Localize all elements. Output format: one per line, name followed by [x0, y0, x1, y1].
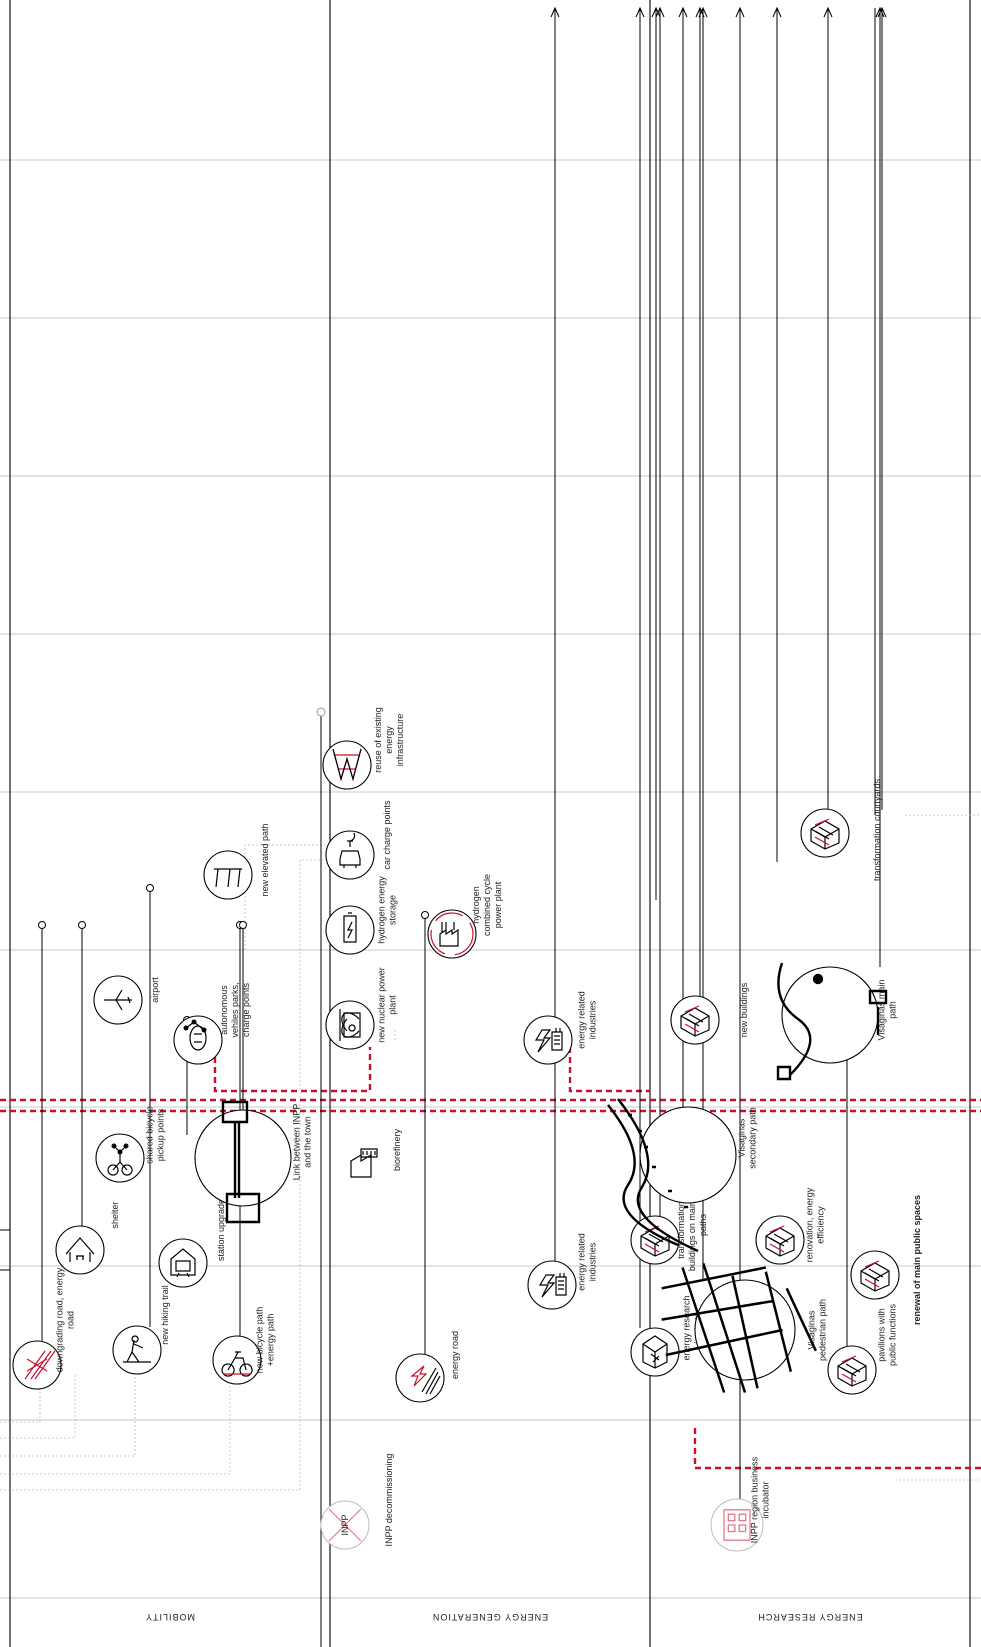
new-buildings-label: new buildings [739, 982, 749, 1037]
lifelines [39, 8, 887, 1647]
band-label-energy-generation: ENERGY GENERATION [432, 1612, 548, 1622]
new-hiking-trail-lifeline-end-dot [147, 885, 154, 892]
downgrading-road-lifeline-end-dot [39, 922, 46, 929]
new-nuclear-node: new nuclear powerplant [326, 967, 398, 1049]
energy-industries-1-node: energy relatedindustries [528, 1233, 598, 1309]
stakeholder-stubs [0, 1230, 10, 1270]
hydrogen-storage-node: hydrogen energystorage [326, 876, 398, 954]
energy-road-lifeline-end-dot [422, 912, 429, 919]
autonomous-node: autonomousvehiles parks,charge points [174, 982, 251, 1064]
new-elevated-path-circle [204, 851, 252, 899]
biorefinery-icon [351, 1149, 377, 1177]
transformation-courtyards-circle [801, 809, 849, 857]
transformation-courtyards-node: transformation courtyards [801, 778, 882, 881]
shelter-lifeline-end-dot [79, 922, 86, 929]
pedestrian-path-label: Visaginaspedestrian path [807, 1299, 828, 1361]
secondary-path-circle [640, 1107, 736, 1203]
energy-industries-1-label: energy relatedindustries [577, 1233, 598, 1291]
main-path-label: Visaginas mainpath [877, 980, 898, 1041]
renewal-circle [851, 1251, 899, 1299]
reuse-infra-circle [323, 741, 371, 789]
transformation-courtyards-label: transformation courtyards [872, 778, 882, 881]
shared-bicycle-label: shared bicyclepickup points [145, 1106, 166, 1164]
pavilions-node: pavilions withpublic functions [828, 1303, 898, 1394]
new-bicycle-path-label: new bicycle path+energy path [255, 1307, 276, 1374]
new-hiking-trail-node: new hiking trail [113, 1285, 170, 1374]
downgrading-road-node: downgrading road, energyroad [13, 1267, 76, 1389]
new-hiking-trail-label: new hiking trail [160, 1285, 170, 1345]
reuse-infra-node: reuse of existingenergyinfrastructure [323, 707, 405, 789]
pavilions-label: pavilions withpublic functions [877, 1303, 898, 1366]
new-buildings-circle [671, 996, 719, 1044]
new-bicycle-path-node: new bicycle path+energy path [213, 1307, 276, 1384]
renewal-label: renewal of main public spaces [912, 1195, 922, 1325]
renewal-node: renewal of main public spaces [851, 1195, 922, 1325]
autonomous-label: autonomousvehiles parks,charge points [219, 982, 251, 1037]
biorefinery-node: biorefinery [351, 1128, 402, 1177]
car-charge-node: car charge points [326, 800, 392, 879]
shelter-node: shelter [56, 1201, 120, 1274]
link-inpp-circle [195, 1110, 291, 1206]
inpp-decommissioning-label: INPP decommissioning [384, 1454, 394, 1547]
shelter-circle [56, 1226, 104, 1274]
inpp-incubator-node: INPP region businessincubator [711, 1456, 771, 1551]
station-upgrade-circle [159, 1239, 207, 1287]
renovation-label: renovation, energyefficiency [805, 1187, 826, 1262]
airport-label: airport [150, 977, 160, 1003]
autonomous-circle [174, 1016, 222, 1064]
station-upgrade-node: station upgrade [159, 1199, 226, 1287]
energy-road-node: energy road [396, 1331, 460, 1402]
new-nuclear-label: new nuclear powerplant [377, 967, 398, 1043]
main-path-circle [782, 967, 878, 1063]
hydrogen-storage-label: hydrogen energystorage [377, 876, 398, 944]
energy-road-circle [396, 1354, 444, 1402]
new-elevated-path-label: new elevated path [260, 823, 270, 896]
hydrogen-ccpp-node: hydrogencombined cyclepower plant [428, 874, 503, 958]
energy-industries-2-label: energy relatedindustries [577, 991, 598, 1049]
new-elevated-path-node: new elevated path [204, 823, 270, 899]
renovation-circle [756, 1216, 804, 1264]
inpp-decommissioning-icon-text: INPP [340, 1514, 350, 1535]
strategy-nodes: downgrading road, energyroad new hiking t… [13, 707, 922, 1551]
link-inpp-node: Link between INPPand the town [195, 1102, 313, 1222]
pavilions-circle [828, 1346, 876, 1394]
energy-industries-2-node: energy relatedindustries [524, 991, 598, 1064]
downgrading-road-label: downgrading road, energyroad [55, 1267, 76, 1372]
band-labels: MOBILITY ENERGY GENERATION ENERGY RESEAR… [145, 1612, 863, 1622]
link-inpp-label: Link between INPPand the town [292, 1104, 313, 1181]
car-charge-label: car charge points [382, 800, 392, 870]
hydrogen-ccpp-label: hydrogencombined cyclepower plant [471, 874, 503, 936]
main-path-node: Visaginas mainpath [778, 963, 898, 1079]
car-charge-circle [326, 831, 374, 879]
shared-bicycle-node: shared bicyclepickup points [96, 1106, 166, 1182]
renovation-node: renovation, energyefficiency [756, 1187, 826, 1264]
station-upgrade-label: station upgrade [216, 1199, 226, 1261]
reuse-infra-label: reuse of existingenergyinfrastructure [373, 707, 405, 773]
lifeline-extra-0-start-dot [317, 708, 325, 716]
new-hiking-trail-circle [113, 1326, 161, 1374]
band-label-energy-research: ENERGY RESEARCH [757, 1612, 862, 1622]
link-inpp-lifeline-end-dot [240, 922, 247, 929]
band-label-mobility: MOBILITY [145, 1612, 195, 1622]
energy-research-inst-node: energy researchinstitute [631, 1295, 703, 1376]
biorefinery-label: biorefinery [392, 1128, 402, 1171]
energy-road-label: energy road [450, 1331, 460, 1379]
shelter-label: shelter [110, 1201, 120, 1228]
inpp-decommissioning-node: INPP INPP decommissioning [321, 1454, 394, 1549]
